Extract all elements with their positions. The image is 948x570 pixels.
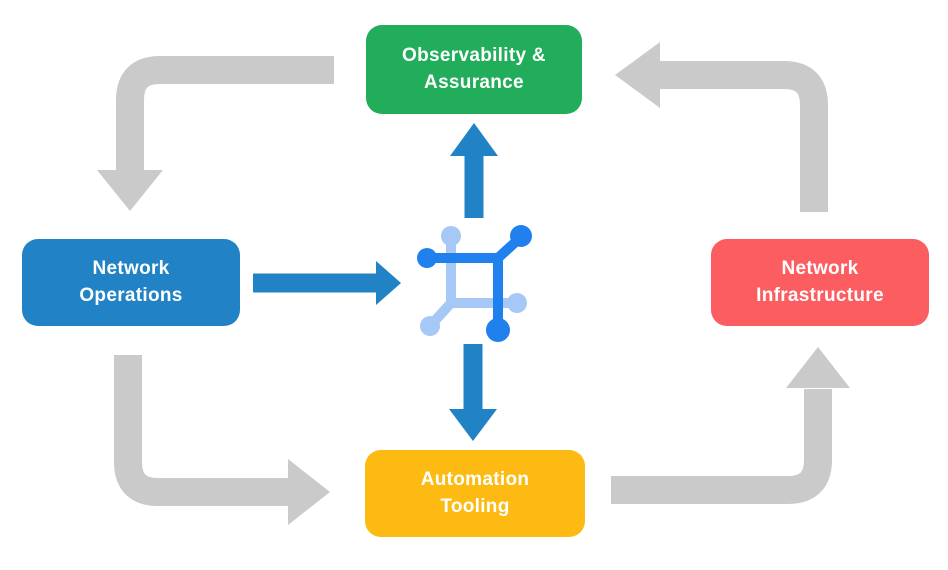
node-label: Automation Tooling: [421, 467, 530, 519]
icon-dark-lines: [427, 253, 503, 329]
node-label: Network Infrastructure: [756, 256, 884, 308]
icon-node-bottom: [486, 318, 510, 342]
node-label-line: Infrastructure: [756, 284, 884, 306]
center-arrowhead-down: [449, 409, 497, 441]
node-label-line: Assurance: [424, 71, 524, 93]
icon-node-right: [507, 293, 527, 313]
node-label-line: Tooling: [440, 495, 510, 517]
center-arrow-operations-to-icon: [253, 261, 401, 305]
node-label-line: Automation: [420, 469, 530, 491]
cycle-arrowhead-down: [97, 170, 163, 211]
node-network-operations: Network Operations: [22, 239, 240, 326]
cycle-arrowhead-up: [786, 347, 850, 388]
node-label-line: Observability &: [402, 45, 546, 67]
node-label-line: Operations: [79, 284, 183, 306]
center-arrow-icon-to-observability: [450, 123, 498, 218]
center-arrowhead-up: [450, 123, 498, 156]
cycle-arrow-observability-to-operations: [97, 56, 334, 211]
node-label-line: Network: [781, 258, 859, 280]
cycle-arrow-tooling-to-infrastructure: [611, 347, 850, 504]
cycle-arrowhead-right: [288, 459, 330, 525]
node-label-line: Network: [92, 258, 170, 280]
network-nodes-icon: [417, 225, 532, 342]
icon-node-top-right: [510, 225, 532, 247]
center-arrow-icon-to-tooling: [449, 344, 497, 441]
node-network-infrastructure: Network Infrastructure: [711, 239, 929, 326]
node-observability-assurance: Observability & Assurance: [366, 25, 582, 114]
cycle-arrowhead-left: [615, 42, 660, 108]
node-label: Network Operations: [79, 256, 182, 308]
cycle-arrow-infrastructure-to-observability: [615, 42, 828, 212]
cycle-arrow-shaft: [116, 56, 334, 171]
node-automation-tooling: Automation Tooling: [365, 450, 585, 537]
icon-node-top-left: [441, 226, 461, 246]
cycle-arrow-shaft: [660, 61, 828, 212]
node-label: Observability & Assurance: [402, 43, 546, 95]
center-arrowhead-right: [376, 261, 401, 305]
icon-node-bottom-left: [420, 316, 440, 336]
icon-node-left: [417, 248, 437, 268]
cycle-arrow-shaft: [114, 355, 289, 506]
cycle-arrow-operations-to-tooling: [114, 355, 330, 525]
cycle-arrow-shaft: [611, 389, 832, 504]
